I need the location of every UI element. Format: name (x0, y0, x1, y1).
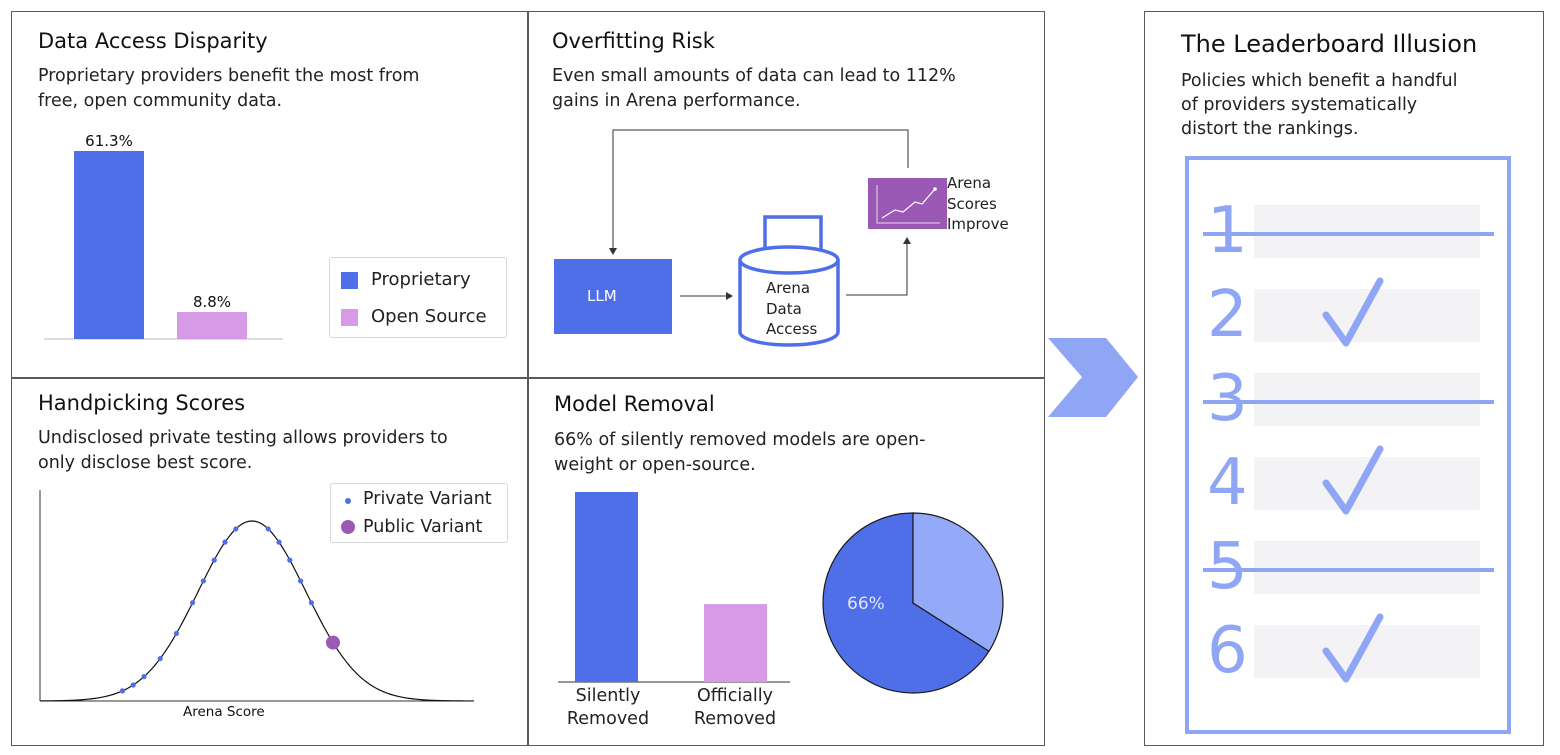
overfitting-desc-line1: Even small amounts of data can lead to 1… (552, 66, 956, 86)
bar-label-silently-removed: Silently Removed (566, 686, 650, 729)
data-to-scores-arrow (846, 237, 911, 296)
data-access-legend: Proprietary Open Source (329, 257, 507, 338)
private-variant-point-5 (190, 600, 196, 606)
private-variant-point-4 (173, 630, 179, 637)
private-variant-point-9 (233, 526, 239, 532)
rank-number: 5 (1207, 530, 1248, 604)
bar-value-label-0: 61.3% (85, 132, 133, 150)
leaderboard-title: The Leaderboard Illusion (1181, 30, 1478, 58)
leaderboard-desc-line2: of providers systematically (1181, 95, 1418, 115)
horizontal-divider (11, 377, 1045, 379)
leaderboard-card (1185, 156, 1511, 734)
leaderboard-panel-frame (1144, 11, 1544, 746)
checkmark-icon (1322, 277, 1384, 347)
handpicking-title: Handpicking Scores (38, 391, 246, 415)
leaderboard-description: Policies which benefit a handful of prov… (1181, 69, 1457, 141)
model-removal-pie-chart (822, 512, 1004, 694)
pie-slice-66 (822, 512, 990, 694)
data-access-desc-line2: free, open community data. (38, 91, 283, 111)
rank-number: 4 (1207, 446, 1248, 520)
leaderboard-desc-line1: Policies which benefit a handful (1181, 71, 1458, 91)
handpicking-scatter-chart (39, 490, 474, 702)
leaderboard-desc-line3: distort the rankings. (1181, 119, 1359, 139)
model-removal-desc-line1: 66% of silently removed models are open- (554, 430, 926, 450)
model-removal-title: Model Removal (554, 392, 715, 416)
handpicking-x-label: Arena Score (183, 704, 265, 720)
data-access-bar-chart: 61.3% 8.8% (44, 132, 283, 340)
private-variant-point-7 (211, 557, 217, 563)
legend-label-public: Public Variant (363, 517, 483, 537)
private-variant-point-13 (298, 578, 304, 584)
rank-number: 1 (1207, 194, 1248, 268)
handpicking-desc-line2: only disclose best score. (38, 453, 253, 473)
llm-label: LLM (587, 287, 617, 305)
private-variant-dot (345, 498, 351, 504)
data-access-desc-line1: Proprietary providers benefit the most f… (38, 66, 420, 86)
vertical-divider (527, 11, 529, 746)
score-chart-icon (868, 178, 947, 229)
rank-number: 3 (1207, 362, 1248, 436)
legend-swatch-open-source (341, 309, 358, 326)
legend-label-open-source: Open Source (371, 306, 487, 327)
handpicking-description: Undisclosed private testing allows provi… (38, 426, 448, 476)
overfitting-description: Even small amounts of data can lead to 1… (552, 64, 956, 114)
rank-row-bg (1254, 373, 1480, 426)
rank-row-bg (1254, 541, 1480, 594)
checkmark-icon (1322, 613, 1384, 683)
pie-slice-34 (912, 512, 1004, 653)
strike-line (1203, 568, 1494, 572)
rank-row-bg (1254, 205, 1480, 258)
public-variant-dot (341, 520, 355, 534)
checkmark-icon (1322, 445, 1384, 515)
llm-box (554, 259, 672, 334)
chevron-arrow-icon (1048, 338, 1138, 417)
public-variant-point (326, 635, 340, 650)
legend-swatch-proprietary (341, 272, 358, 289)
private-variant-point-6 (200, 578, 206, 584)
strike-line (1203, 232, 1494, 236)
private-variant-point-10 (265, 526, 271, 532)
private-variant-point-11 (276, 539, 282, 545)
feedback-loop-arrow (609, 129, 909, 255)
overfitting-title: Overfitting Risk (552, 29, 715, 53)
bar-value-label-1: 8.8% (193, 293, 231, 311)
overfitting-diagram (554, 129, 947, 347)
arena-data-access-label: Arena Data Access (766, 279, 818, 338)
private-variant-point-8 (222, 539, 228, 545)
data-access-title: Data Access Disparity (38, 29, 268, 53)
bell-curve (39, 520, 474, 702)
private-variant-point-12 (287, 557, 293, 563)
private-variant-point-14 (308, 600, 314, 606)
removal-bar-0 (575, 492, 638, 682)
rank-number: 2 (1207, 278, 1248, 352)
bar-label-officially-removed: Officially Removed (693, 686, 777, 729)
legend-label-private: Private Variant (363, 489, 492, 509)
private-variant-point-2 (141, 674, 147, 680)
model-removal-desc-line2: weight or open-source. (554, 455, 756, 475)
data-access-description: Proprietary providers benefit the most f… (38, 64, 419, 114)
bar-0 (74, 151, 144, 339)
handpicking-desc-line1: Undisclosed private testing allows provi… (38, 428, 448, 448)
bar-1 (177, 312, 247, 339)
legend-label-proprietary: Proprietary (371, 269, 471, 290)
rank-number: 6 (1207, 614, 1248, 688)
model-removal-description: 66% of silently removed models are open-… (554, 428, 925, 478)
overfitting-desc-line2: gains in Arena performance. (552, 91, 801, 111)
private-variant-point-3 (157, 655, 163, 662)
database-icon (738, 215, 840, 347)
arena-scores-improve-label: Arena Scores Improve (947, 174, 1009, 233)
model-removal-bar-chart (558, 492, 790, 683)
private-variant-point-1 (130, 682, 136, 688)
strike-line (1203, 400, 1494, 404)
private-variant-point-0 (119, 688, 125, 694)
removal-bar-1 (704, 604, 767, 682)
pie-label-66: 66% (847, 594, 885, 614)
handpicking-legend: Private Variant Public Variant (330, 483, 508, 543)
